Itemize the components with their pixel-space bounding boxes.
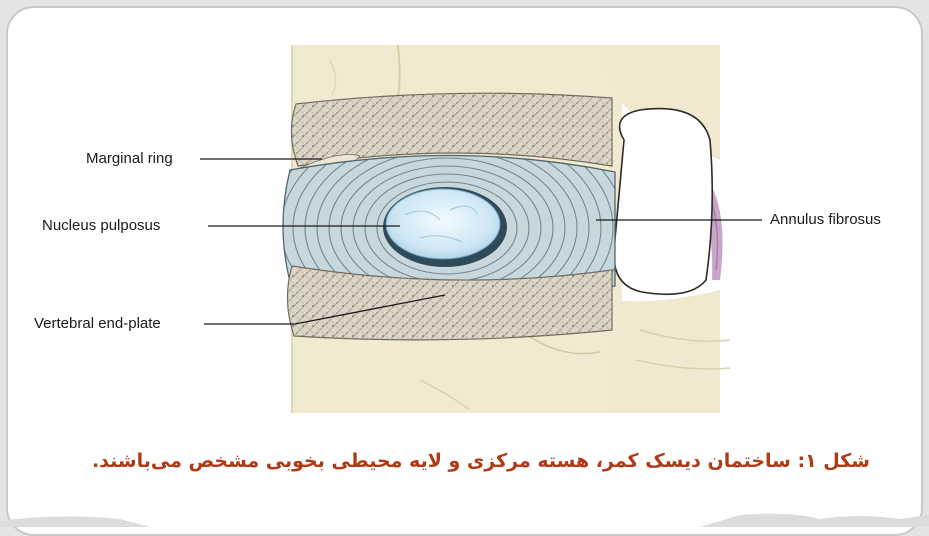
label-nucleus-pulposus: Nucleus pulposus <box>42 217 160 234</box>
figure-caption: شکل ۱: ساختمان دیسک کمر، هسته مرکزی و لا… <box>60 450 870 472</box>
label-vertebral-end-plate: Vertebral end-plate <box>34 315 161 332</box>
decorative-wave <box>0 505 929 527</box>
label-annulus-fibrosus: Annulus fibrosus <box>770 211 881 228</box>
nucleus-pulposus <box>383 187 507 267</box>
label-marginal-ring: Marginal ring <box>86 150 173 167</box>
